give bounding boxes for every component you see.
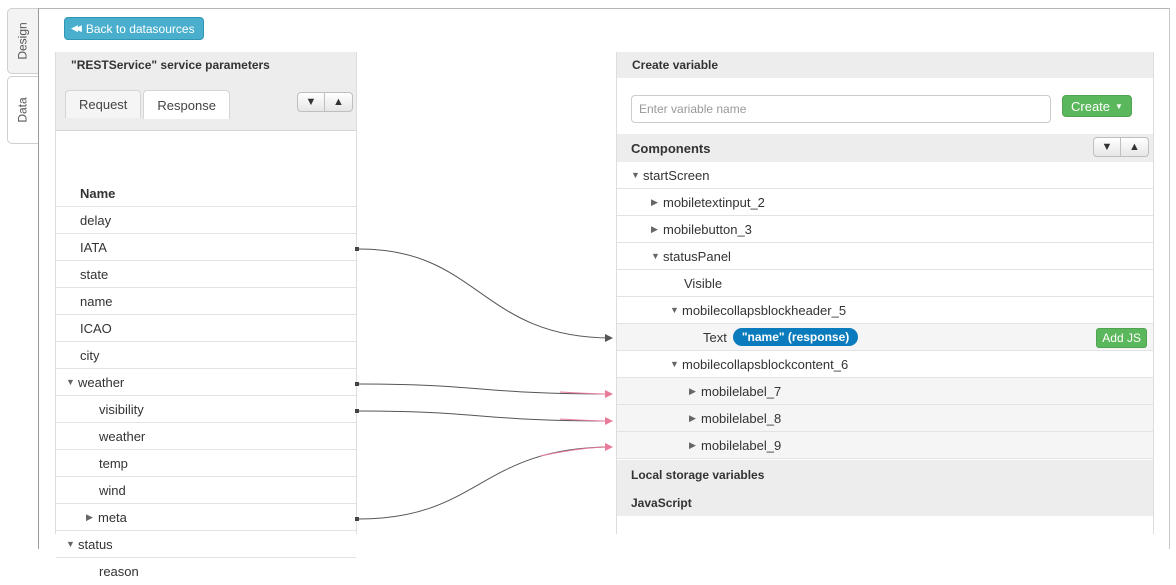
param-label: wind (99, 482, 126, 498)
component-row-mobilelabel-9[interactable]: ▶ mobilelabel_9 (617, 432, 1153, 459)
expand-down-icon[interactable]: ▼ (66, 539, 75, 549)
chevron-down-icon[interactable]: ▼ (1093, 137, 1121, 157)
components-title: Components (617, 134, 1153, 162)
param-row-weather[interactable]: weather (56, 423, 356, 450)
param-label: ICAO (80, 320, 112, 336)
property-label: Text (703, 329, 727, 345)
component-label: mobilecollapsblockheader_5 (682, 302, 847, 318)
param-label: reason (99, 564, 139, 579)
param-label: visibility (99, 401, 144, 417)
component-row-mobilelabel-8[interactable]: ▶ mobilelabel_8 (617, 405, 1153, 432)
component-row-statuspanel[interactable]: ▼statusPanel (617, 243, 1153, 270)
param-row-iata[interactable]: IATA (56, 234, 356, 261)
component-row-mobiletextinput[interactable]: ▶ mobiletextinput_2 (617, 189, 1153, 216)
param-row-reason[interactable]: reason (56, 558, 356, 585)
tab-request[interactable]: Request (65, 90, 142, 118)
expand-down-icon[interactable]: ▼ (651, 251, 660, 261)
expand-down-icon[interactable]: ▼ (631, 170, 640, 180)
param-row-name[interactable]: name (56, 288, 356, 315)
expand-right-icon[interactable]: ▶ (689, 385, 696, 396)
expand-right-icon[interactable]: ▶ (86, 511, 93, 522)
component-row-text-property[interactable]: Text "name" (response) Add JS (617, 324, 1153, 351)
create-variable-title: Create variable (617, 52, 1153, 78)
param-row-wind[interactable]: wind (56, 477, 356, 504)
expand-right-icon[interactable]: ▶ (651, 223, 658, 234)
add-js-button[interactable]: Add JS (1096, 328, 1147, 348)
caret-down-icon: ▼ (1115, 101, 1123, 111)
component-label: mobilelabel_9 (701, 437, 782, 453)
components-title-label: Components (631, 140, 711, 156)
double-chevron-left-icon: ◀◀ (71, 23, 82, 33)
component-label: mobilelabel_7 (701, 383, 782, 399)
back-to-datasources-button[interactable]: ◀◀ Back to datasources (64, 17, 204, 40)
param-row-weather-group[interactable]: ▼weather (56, 369, 356, 396)
local-storage-label: Local storage variables (631, 467, 765, 482)
create-button-label: Create (1071, 98, 1111, 114)
create-variable-button[interactable]: Create ▼ (1062, 95, 1132, 117)
param-label: delay (80, 212, 112, 228)
component-label: mobiletextinput_2 (663, 194, 765, 210)
param-row-state[interactable]: state (56, 261, 356, 288)
chevron-down-icon[interactable]: ▼ (297, 92, 325, 112)
component-row-mobilelabel-7[interactable]: ▶ mobilelabel_7 (617, 378, 1153, 405)
chevron-up-icon[interactable]: ▲ (1121, 137, 1149, 157)
param-label: name (80, 293, 113, 309)
local-storage-title[interactable]: Local storage variables (617, 461, 1153, 488)
name-column-header: Name (56, 180, 356, 207)
javascript-label: JavaScript (631, 495, 692, 510)
link-reason-to-label9 (355, 443, 613, 521)
tab-data[interactable]: Data (7, 76, 38, 144)
component-row-mobilebutton[interactable]: ▶ mobilebutton_3 (617, 216, 1153, 243)
binding-links (355, 247, 613, 521)
param-label: IATA (80, 239, 107, 255)
param-row-visibility[interactable]: visibility (56, 396, 356, 423)
name-header-label: Name (80, 185, 116, 201)
property-label: Visible (684, 275, 723, 291)
variable-name-input[interactable] (631, 95, 1051, 123)
request-response-tabs: Request Response (65, 90, 232, 119)
component-row-collapsblockheader[interactable]: ▼mobilecollapsblockheader_5 (617, 297, 1153, 324)
service-parameters-title: "RESTService" service parameters (56, 52, 356, 78)
param-label: state (80, 266, 109, 282)
expand-down-icon[interactable]: ▼ (670, 359, 679, 369)
link-temp-to-label8 (355, 409, 613, 425)
link-name-to-text (355, 247, 613, 342)
param-row-meta[interactable]: ▶ meta (56, 504, 356, 531)
param-row-temp[interactable]: temp (56, 450, 356, 477)
param-row-status[interactable]: ▼status (56, 531, 356, 558)
param-row-icao[interactable]: ICAO (56, 315, 356, 342)
chevron-up-icon[interactable]: ▲ (325, 92, 353, 112)
back-button-label: Back to datasources (85, 21, 195, 36)
param-label: meta (98, 509, 127, 525)
tab-design[interactable]: Design (7, 8, 38, 74)
param-row-delay[interactable]: delay (56, 207, 356, 234)
components-collapse-expand-group: ▼ ▲ (1093, 137, 1149, 157)
component-label: statusPanel (663, 248, 731, 264)
component-label: startScreen (643, 167, 710, 183)
component-label: mobilelabel_8 (701, 410, 782, 426)
data-mapping-frame (38, 8, 1170, 549)
param-label: temp (99, 455, 128, 471)
component-row-visible[interactable]: Visible (617, 270, 1153, 297)
tab-response[interactable]: Response (143, 90, 230, 119)
components-panel: Create variable Components ▼startScreen … (616, 52, 1154, 534)
param-label: weather (78, 374, 125, 390)
param-row-city[interactable]: city (56, 342, 356, 369)
component-row-startscreen[interactable]: ▼startScreen (617, 162, 1153, 189)
expand-right-icon[interactable]: ▶ (651, 196, 658, 207)
param-label: status (78, 536, 113, 552)
component-label: mobilebutton_3 (663, 221, 752, 237)
expand-right-icon[interactable]: ▶ (689, 412, 696, 423)
component-row-collapsblockcontent[interactable]: ▼mobilecollapsblockcontent_6 (617, 351, 1153, 378)
param-label: weather (99, 428, 146, 444)
component-label: mobilecollapsblockcontent_6 (682, 356, 849, 372)
expand-down-icon[interactable]: ▼ (670, 305, 679, 315)
javascript-title[interactable]: JavaScript (617, 489, 1153, 516)
param-label: city (80, 347, 100, 363)
left-collapse-expand-group: ▼ ▲ (297, 92, 353, 112)
binding-badge[interactable]: "name" (response) (732, 328, 859, 346)
expand-down-icon[interactable]: ▼ (66, 377, 75, 387)
expand-right-icon[interactable]: ▶ (689, 439, 696, 450)
link-weather-to-label7 (355, 382, 613, 398)
